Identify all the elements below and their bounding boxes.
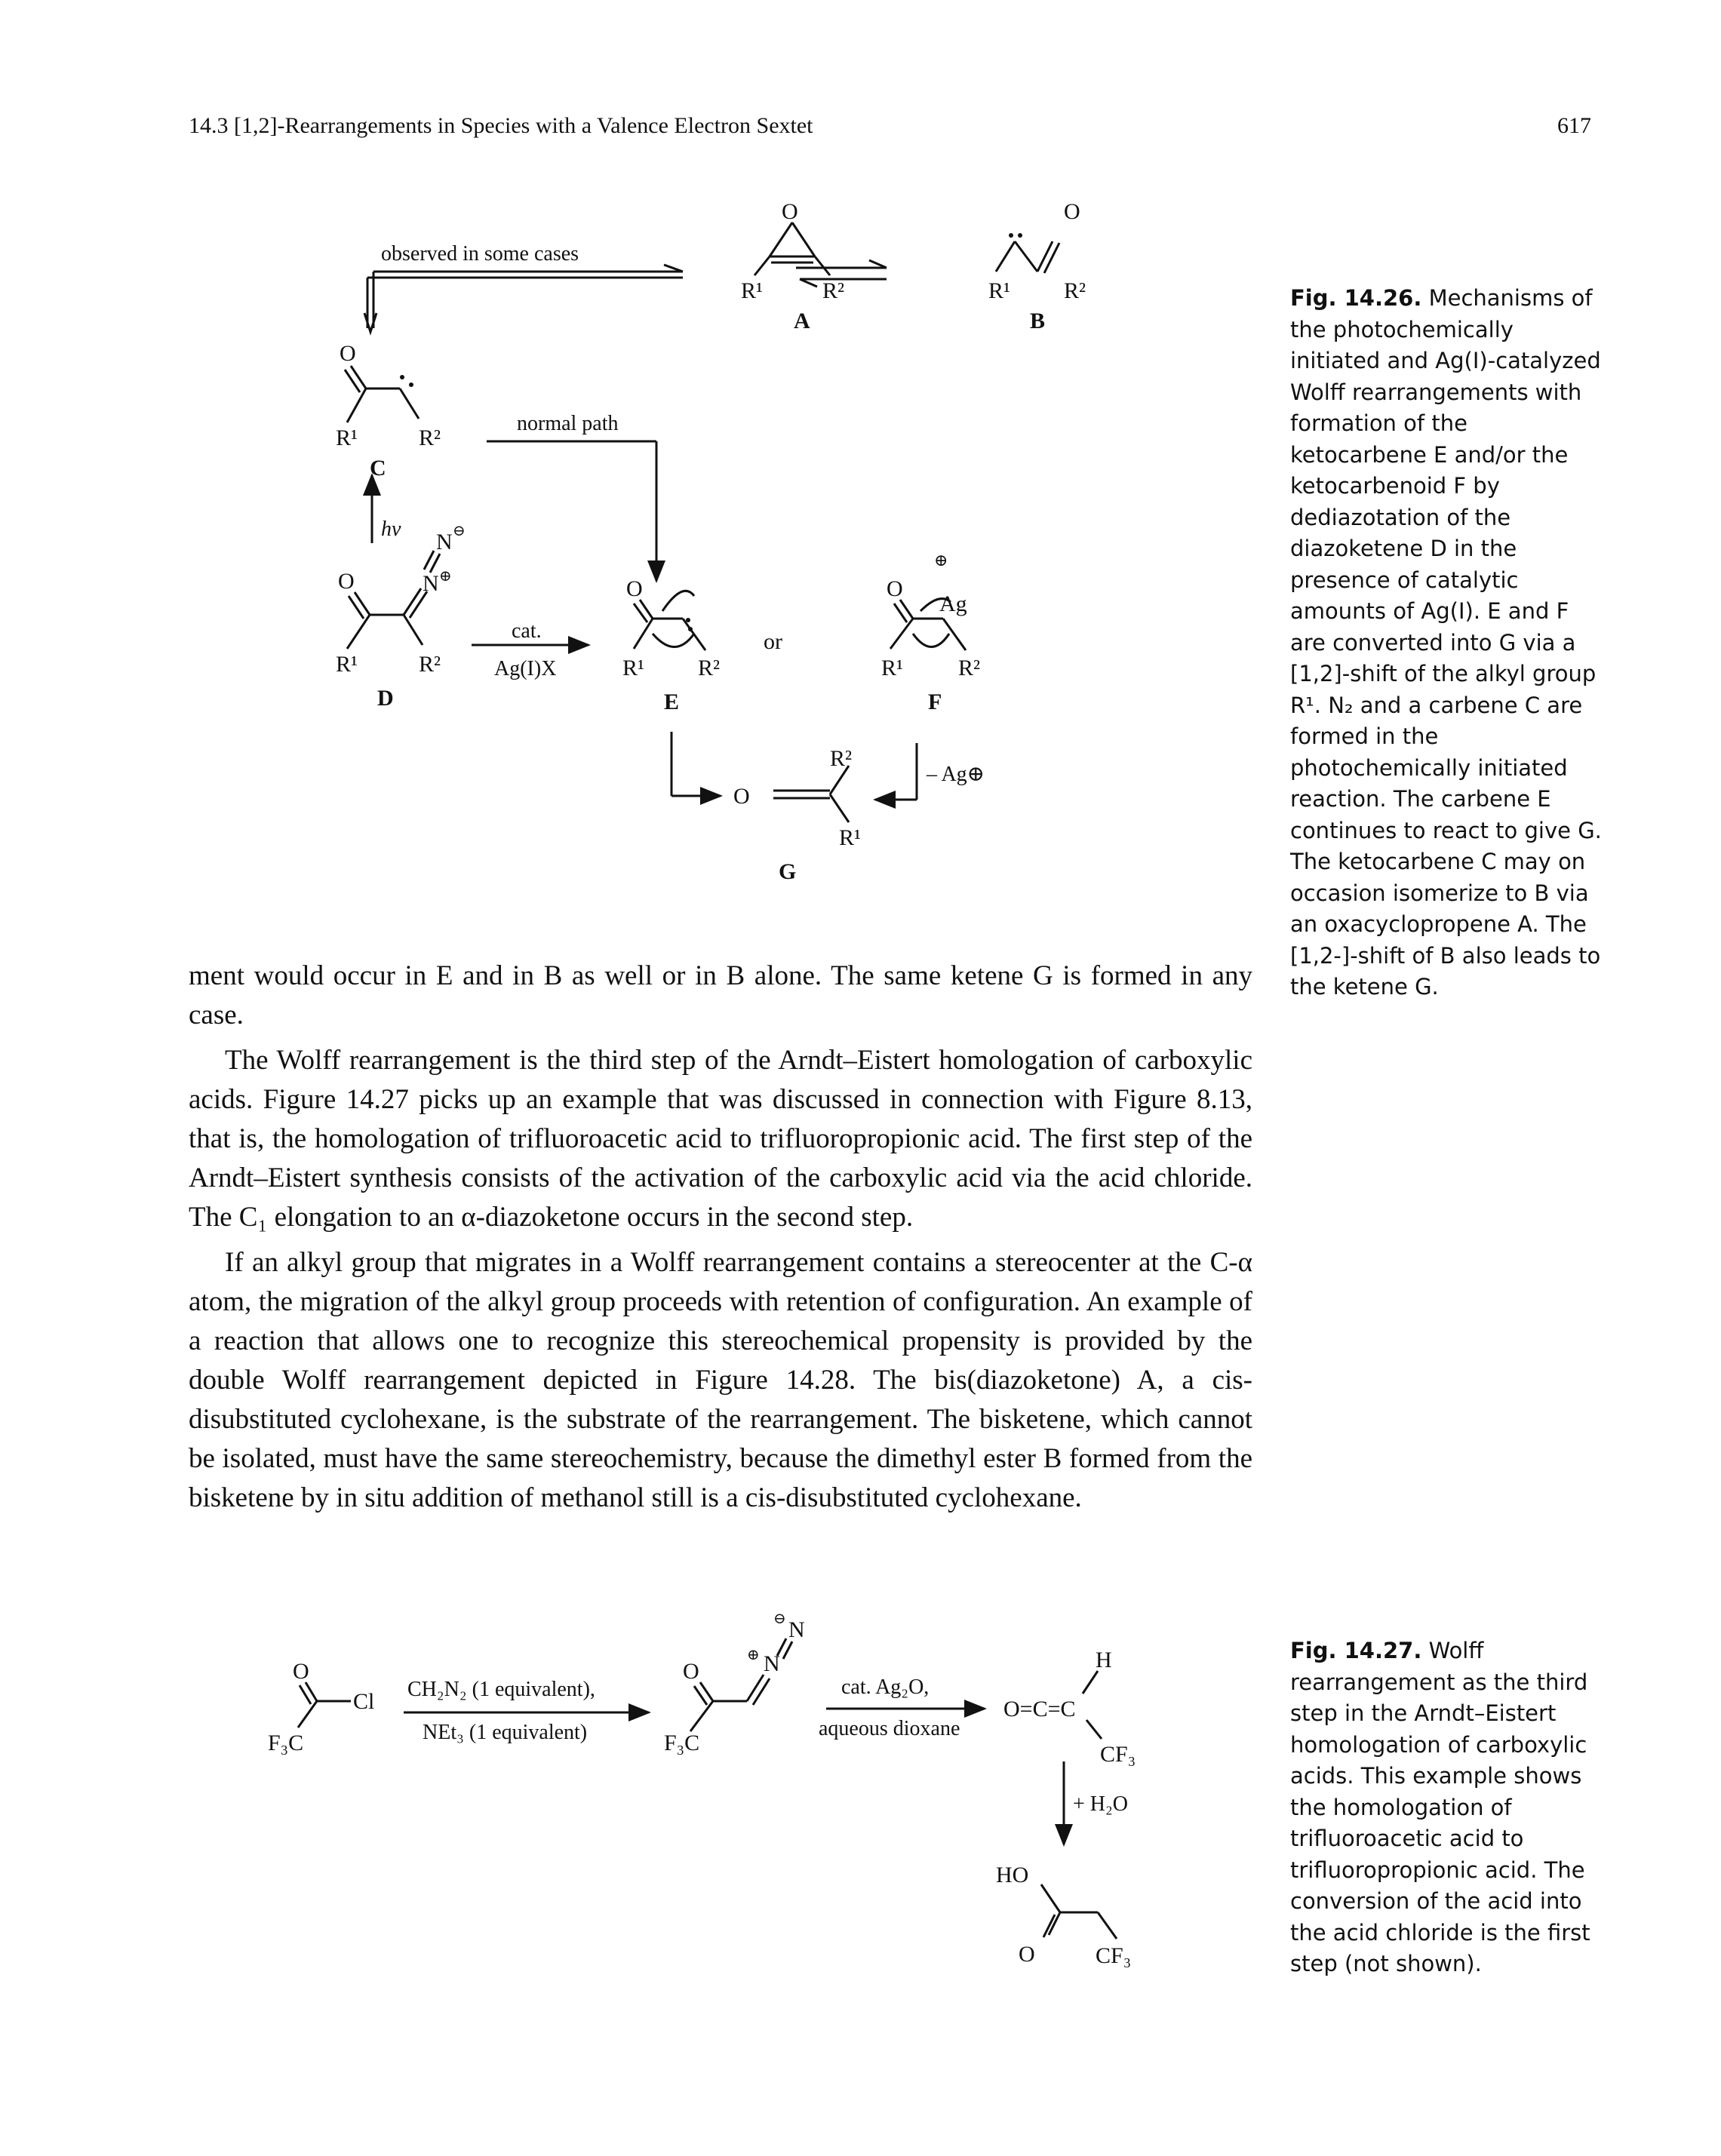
plus-charge: ⊕ (439, 568, 452, 585)
atom-O-acid-chloride: O (293, 1659, 309, 1684)
paragraph-1: ment would occur in E and in B as well o… (189, 960, 1252, 1030)
figure-14-27-caption-text: Wolff rearrangement as the third step in… (1290, 1638, 1590, 1976)
atom-H: H (1096, 1648, 1112, 1672)
atom-R2-E: R² (698, 656, 720, 680)
atom-R2-A: R² (822, 278, 844, 303)
figure-14-27-scheme: O Cl F₃C CH₂N₂ (1 equivalent), NEt₃ (1 e… (268, 1611, 1136, 1968)
minus-ag-label: – Ag⊕ (926, 763, 985, 786)
figure-14-26-caption: Fig. 14.26. Mechanisms of the photochemi… (1290, 283, 1607, 1003)
or-label: or (764, 629, 782, 654)
atom-O-E: O (626, 576, 643, 601)
atom-R2-C: R² (419, 425, 441, 450)
label-E: E (664, 689, 679, 714)
atom-R1-D: R¹ (336, 652, 358, 677)
label-D: D (377, 686, 394, 711)
atom-O-A: O (782, 199, 798, 224)
label-A: A (794, 309, 810, 333)
atom-O-B: O (1064, 199, 1080, 224)
atom-O-G: O (733, 784, 750, 809)
atom-R1-C: R¹ (336, 425, 358, 450)
atom-R1-A: R¹ (741, 278, 763, 303)
atom-HO: HO (996, 1863, 1028, 1887)
label-C: C (370, 456, 386, 481)
reagent2-top: cat. Ag₂O, (841, 1675, 929, 1699)
atom-N-terminal: N (436, 530, 453, 554)
reagent1-bottom: NEt₃ (1 equivalent) (423, 1721, 587, 1744)
reagent2-bottom: aqueous dioxane (819, 1717, 960, 1740)
group-CF3-ketene: CF₃ (1100, 1742, 1136, 1767)
paragraph-3: If an alkyl group that migrates in a Wol… (189, 1247, 1252, 1513)
atom-O-diazoketone: O (683, 1659, 699, 1684)
atom-N-inner: N (423, 571, 439, 596)
atom-R1-B: R¹ (988, 278, 1010, 303)
atom-Cl: Cl (353, 1689, 374, 1714)
atom-O-acid: O (1019, 1942, 1035, 1967)
atom-R2-F: R² (958, 656, 980, 680)
cat-label: cat. (512, 619, 542, 643)
paragraph-2: The Wolff rearrangement is the third ste… (189, 1045, 1252, 1233)
plus-charge-27: ⊕ (747, 1647, 760, 1663)
group-F3C-1: F₃C (268, 1731, 303, 1755)
hv-label: hν (381, 518, 401, 541)
atom-Ag-F: Ag (939, 591, 967, 616)
normal-path-label: normal path (517, 412, 619, 435)
label-B: B (1030, 309, 1045, 333)
atom-O-D: O (338, 569, 355, 594)
ag-plus-charge: ⊕ (934, 551, 948, 570)
figure-14-27-caption-label: Fig. 14.27. (1290, 1638, 1422, 1663)
ketene-formula: O=C=C (1003, 1697, 1076, 1721)
body-text: ment would occur in E and in B as well o… (189, 957, 1252, 1518)
atom-R2-B: R² (1064, 278, 1086, 303)
observed-label: observed in some cases (381, 242, 579, 266)
figure-14-27-caption: Fig. 14.27. Wolff rearrangement as the t… (1290, 1635, 1607, 1980)
water-label: + H₂O (1073, 1792, 1128, 1816)
atom-N-inner-27: N (764, 1651, 780, 1676)
atom-R1-E: R¹ (622, 656, 644, 680)
atom-R1-G: R¹ (839, 825, 861, 850)
atom-O-F: O (887, 576, 903, 601)
group-CF3-acid: CF₃ (1096, 1943, 1131, 1968)
minus-charge: ⊖ (453, 523, 466, 539)
atom-O-C: O (340, 341, 356, 366)
atom-R1-F: R¹ (881, 656, 903, 680)
atom-R2-G: R² (830, 746, 852, 771)
atom-N-terminal-27: N (788, 1617, 805, 1642)
figure-14-26-caption-label: Fig. 14.26. (1290, 285, 1422, 311)
minus-charge-27: ⊖ (773, 1611, 786, 1627)
page-number: 617 (1557, 113, 1591, 138)
reagent1-top: CH₂N₂ (1 equivalent), (407, 1678, 595, 1701)
agx-label: Ag(I)X (494, 657, 556, 680)
running-head: 14.3 [1,2]-Rearrangements in Species wit… (189, 113, 813, 138)
group-F3C-2: F₃C (664, 1731, 699, 1755)
label-F: F (928, 689, 942, 714)
figure-14-26-caption-text: Mechanisms of the photochemically initia… (1290, 285, 1602, 1000)
figure-14-26-scheme: observed in some cases O R¹ R² A O R¹ R²… (336, 199, 1086, 884)
atom-R2-D: R² (419, 652, 441, 677)
label-G: G (779, 859, 796, 884)
